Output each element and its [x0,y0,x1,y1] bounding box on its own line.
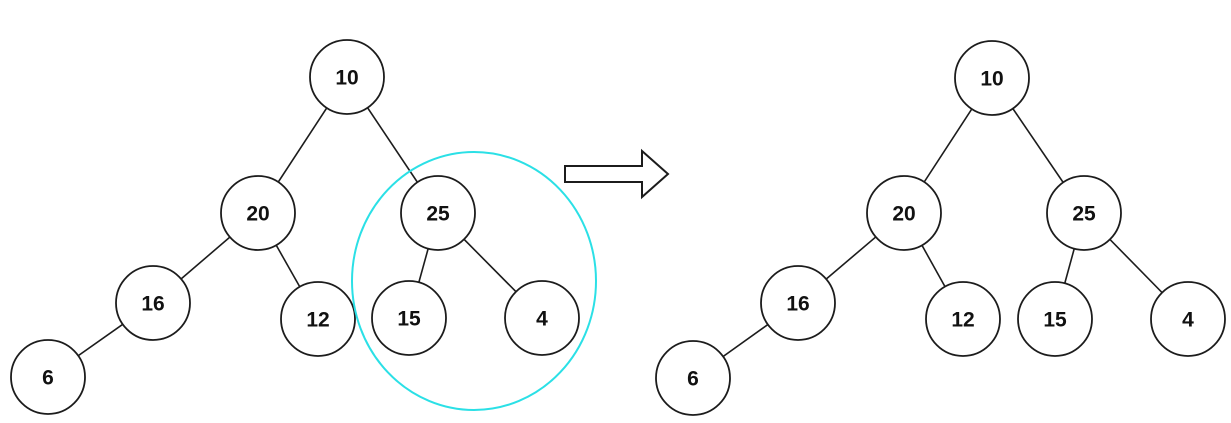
tree-node-15 [1017,281,1093,357]
tree-node-label-4: 4 [536,308,548,331]
tree-node-label-25: 25 [1072,203,1096,226]
tree-node-16 [760,265,836,341]
tree-node-label-15: 15 [1043,309,1067,332]
tree-node-label-6: 6 [687,368,699,391]
tree-node-10 [954,40,1030,116]
tree-node-label-12: 12 [951,309,974,332]
right-arrow-icon [564,148,670,200]
tree-node-label-10: 10 [980,68,1003,91]
tree-node-25 [1046,175,1122,251]
tree-after: 10 20 25 16 12 15 4 6 [655,40,1226,416]
tree-node-label-4: 4 [1182,309,1194,332]
subtree-highlight-ellipse [351,151,597,411]
transform-arrow [564,148,670,200]
tree-node-6 [655,340,731,416]
tree-node-16 [115,265,191,341]
tree-node-4 [504,280,580,356]
tree-node-label-16: 16 [141,293,164,316]
tree-node-12 [280,281,356,357]
tree-node-6 [10,339,86,415]
tree-node-25 [400,175,476,251]
tree-before: 10 20 25 16 12 15 4 6 [10,39,580,415]
tree-node-4 [1150,281,1226,357]
tree-node-20 [220,175,296,251]
tree-node-12 [925,281,1001,357]
tree-node-label-6: 6 [42,367,54,390]
highlight-ellipse-group [351,151,597,411]
tree-node-label-12: 12 [306,309,329,332]
tree-node-10 [309,39,385,115]
tree-node-label-16: 16 [786,293,809,316]
tree-node-label-20: 20 [892,203,915,226]
tree-node-label-20: 20 [246,203,269,226]
tree-node-label-25: 25 [426,203,450,226]
tree-node-label-10: 10 [335,67,358,90]
tree-node-20 [866,175,942,251]
tree-node-label-15: 15 [397,308,421,331]
tree-node-15 [371,280,447,356]
